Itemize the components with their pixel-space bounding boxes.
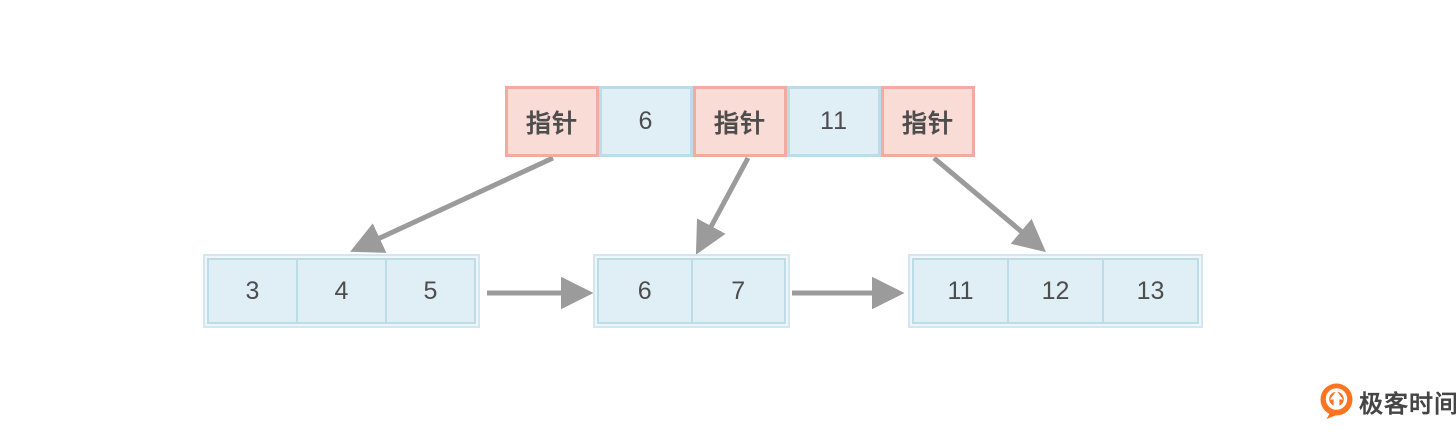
leaf-cell: 7 [690, 258, 786, 324]
index-node-row: 指针 6 指针 11 指针 [505, 86, 975, 157]
arrow-pointer2-to-leaf2 [695, 156, 751, 255]
index-cell-key-11: 11 [787, 86, 881, 157]
leaf-node-2: 6 7 [593, 254, 790, 328]
geektime-logo-text: 极客时间 [1359, 391, 1456, 418]
arrow-pointer1-to-leaf1 [350, 155, 555, 253]
index-cell-pointer-3: 指针 [881, 86, 975, 157]
arrow-pointer3-to-leaf3 [932, 156, 1046, 253]
leaf-node-3: 11 12 13 [908, 254, 1203, 328]
geektime-logo: 极客时间 [1319, 383, 1456, 420]
leaf-cell: 3 [207, 258, 298, 324]
leaf-cell: 4 [296, 258, 387, 324]
leaf-cell: 12 [1007, 258, 1104, 324]
geektime-logo-icon [1320, 383, 1353, 419]
leaf-cell: 5 [385, 258, 476, 324]
index-cell-key-6: 6 [599, 86, 693, 157]
leaf-cell: 11 [912, 258, 1009, 324]
leaf-cell: 13 [1102, 258, 1199, 324]
index-cell-pointer-2: 指针 [693, 86, 787, 157]
leaf-cell: 6 [597, 258, 693, 324]
leaf-node-1: 3 4 5 [203, 254, 480, 328]
index-cell-pointer-1: 指针 [505, 86, 599, 157]
